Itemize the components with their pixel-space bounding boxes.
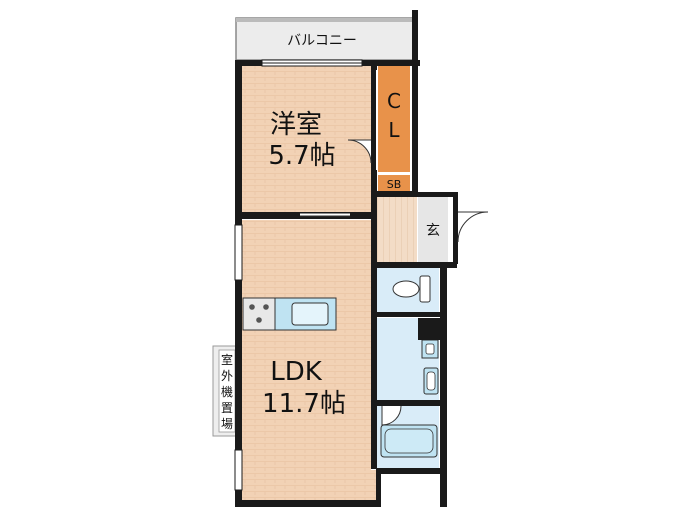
outdoor-unit-char-4: 置: [221, 401, 233, 415]
western-room-size: 5.7帖: [268, 141, 335, 171]
balcony: バルコニー: [235, 17, 417, 61]
kitchen-counter: [242, 297, 337, 331]
western-room-floor: [242, 66, 371, 212]
hall-floor: [377, 197, 417, 263]
shoe-box: [378, 175, 410, 191]
doors: [300, 70, 489, 426]
outdoor-unit-char-2: 外: [221, 369, 233, 383]
washing-machine-icon: [423, 367, 439, 395]
shoe-box-label: SB: [387, 178, 402, 191]
bathtub-icon: [380, 424, 438, 458]
stove-icon: [249, 304, 269, 323]
outdoor-unit-char-1: 室: [221, 352, 233, 367]
ldk-floor-lower: [242, 470, 380, 502]
closet: [378, 66, 410, 172]
washbasin-icon: [421, 339, 439, 359]
outdoor-unit-char-3: 機: [221, 384, 233, 399]
outdoor-unit-char-5: 場: [221, 417, 233, 431]
balcony-label: バルコニー: [287, 33, 357, 49]
ldk-floor-upper: [242, 220, 371, 500]
western-room-name: 洋室: [270, 110, 322, 140]
sink-icon: [291, 302, 329, 326]
closet-label-c: C: [387, 89, 401, 113]
toilet-icon: [392, 275, 431, 303]
ldk-size: 11.7帖: [262, 389, 346, 419]
entrance: [418, 197, 448, 263]
windows: [234, 59, 363, 491]
ldk-name: LDK: [270, 357, 323, 387]
entrance-label: 玄: [426, 222, 440, 239]
closet-label-l: L: [388, 118, 400, 142]
